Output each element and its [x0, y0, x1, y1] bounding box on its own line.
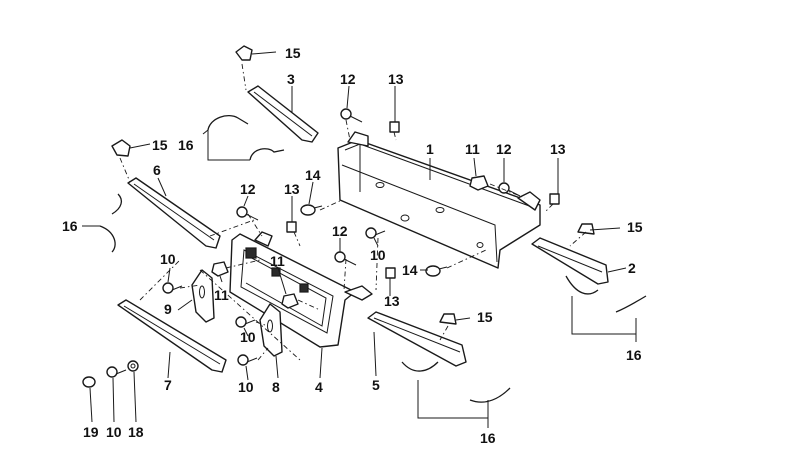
callout-12: 12 — [340, 71, 356, 87]
clip-13-right — [549, 193, 560, 205]
callout-8: 8 — [272, 379, 280, 395]
callout-5: 5 — [372, 377, 380, 393]
plug-14-lower — [425, 265, 448, 277]
callout-18: 18 — [128, 424, 144, 440]
callout-11: 11 — [270, 253, 285, 269]
callout-13: 13 — [284, 181, 300, 197]
callout-15: 15 — [627, 219, 643, 235]
callout-4: 4 — [315, 379, 323, 395]
cap-19 — [82, 376, 96, 388]
part-8-bracket — [259, 303, 283, 357]
part-7-trim-strip — [117, 299, 227, 373]
callout-10: 10 — [160, 251, 176, 267]
callout-13: 13 — [550, 141, 566, 157]
callout-3: 3 — [287, 71, 295, 87]
callout-13: 13 — [388, 71, 404, 87]
part-9-bracket — [191, 269, 215, 323]
callout-12: 12 — [496, 141, 512, 157]
clip-13-top — [389, 121, 400, 133]
part-5-trim-strip — [367, 311, 467, 367]
assembly-lines — [119, 63, 587, 361]
screw-10-a — [162, 282, 183, 294]
part-6-trim-strip — [111, 139, 221, 249]
callout-11: 11 — [214, 287, 229, 303]
clip-13-mid — [286, 221, 297, 233]
nut-11-mid — [281, 293, 299, 309]
screw-12-mid — [236, 206, 259, 221]
callout-14: 14 — [402, 262, 418, 278]
screw-12-right — [498, 182, 521, 197]
callout-2: 2 — [628, 260, 636, 276]
callout-10: 10 — [240, 329, 256, 345]
callout-16: 16 — [480, 430, 496, 446]
plug-14-upper — [300, 204, 323, 216]
part-3-trim-strip — [235, 45, 319, 143]
callout-12: 12 — [332, 223, 348, 239]
callout-16: 16 — [626, 347, 642, 363]
screw-10-b — [235, 316, 256, 328]
clip-13-lower — [385, 267, 396, 279]
leader-lines — [82, 51, 637, 428]
callout-11: 11 — [465, 141, 480, 157]
callout-16: 16 — [62, 218, 78, 234]
callout-1: 1 — [426, 141, 434, 157]
part-4-plate-holder — [229, 231, 373, 348]
callout-16: 16 — [178, 137, 194, 153]
callout-13: 13 — [384, 293, 400, 309]
callout-labels: 15 3 12 13 16 15 1 11 12 13 6 14 12 13 1… — [62, 45, 643, 446]
part-2-trim-strip — [531, 223, 609, 285]
callout-10: 10 — [106, 424, 122, 440]
washer-18 — [127, 360, 139, 372]
callout-15: 15 — [285, 45, 301, 61]
callout-19: 19 — [83, 424, 99, 440]
callout-9: 9 — [164, 301, 172, 317]
part-1-plate-base — [337, 131, 541, 269]
nut-11-right — [469, 175, 489, 191]
callout-12: 12 — [240, 181, 256, 197]
callout-6: 6 — [153, 162, 161, 178]
callout-10: 10 — [370, 247, 386, 263]
wires-16 — [99, 115, 647, 403]
callout-10: 10 — [238, 379, 254, 395]
callout-7: 7 — [164, 377, 172, 393]
nut-11-left — [211, 261, 229, 277]
callout-15: 15 — [477, 309, 493, 325]
screw-10-c — [237, 354, 258, 366]
hardware-pieces — [82, 108, 560, 388]
callout-14: 14 — [305, 167, 321, 183]
screw-10-e — [106, 366, 127, 378]
callout-15: 15 — [152, 137, 168, 153]
screw-12-top — [340, 108, 363, 123]
screw-10-d — [365, 227, 386, 239]
